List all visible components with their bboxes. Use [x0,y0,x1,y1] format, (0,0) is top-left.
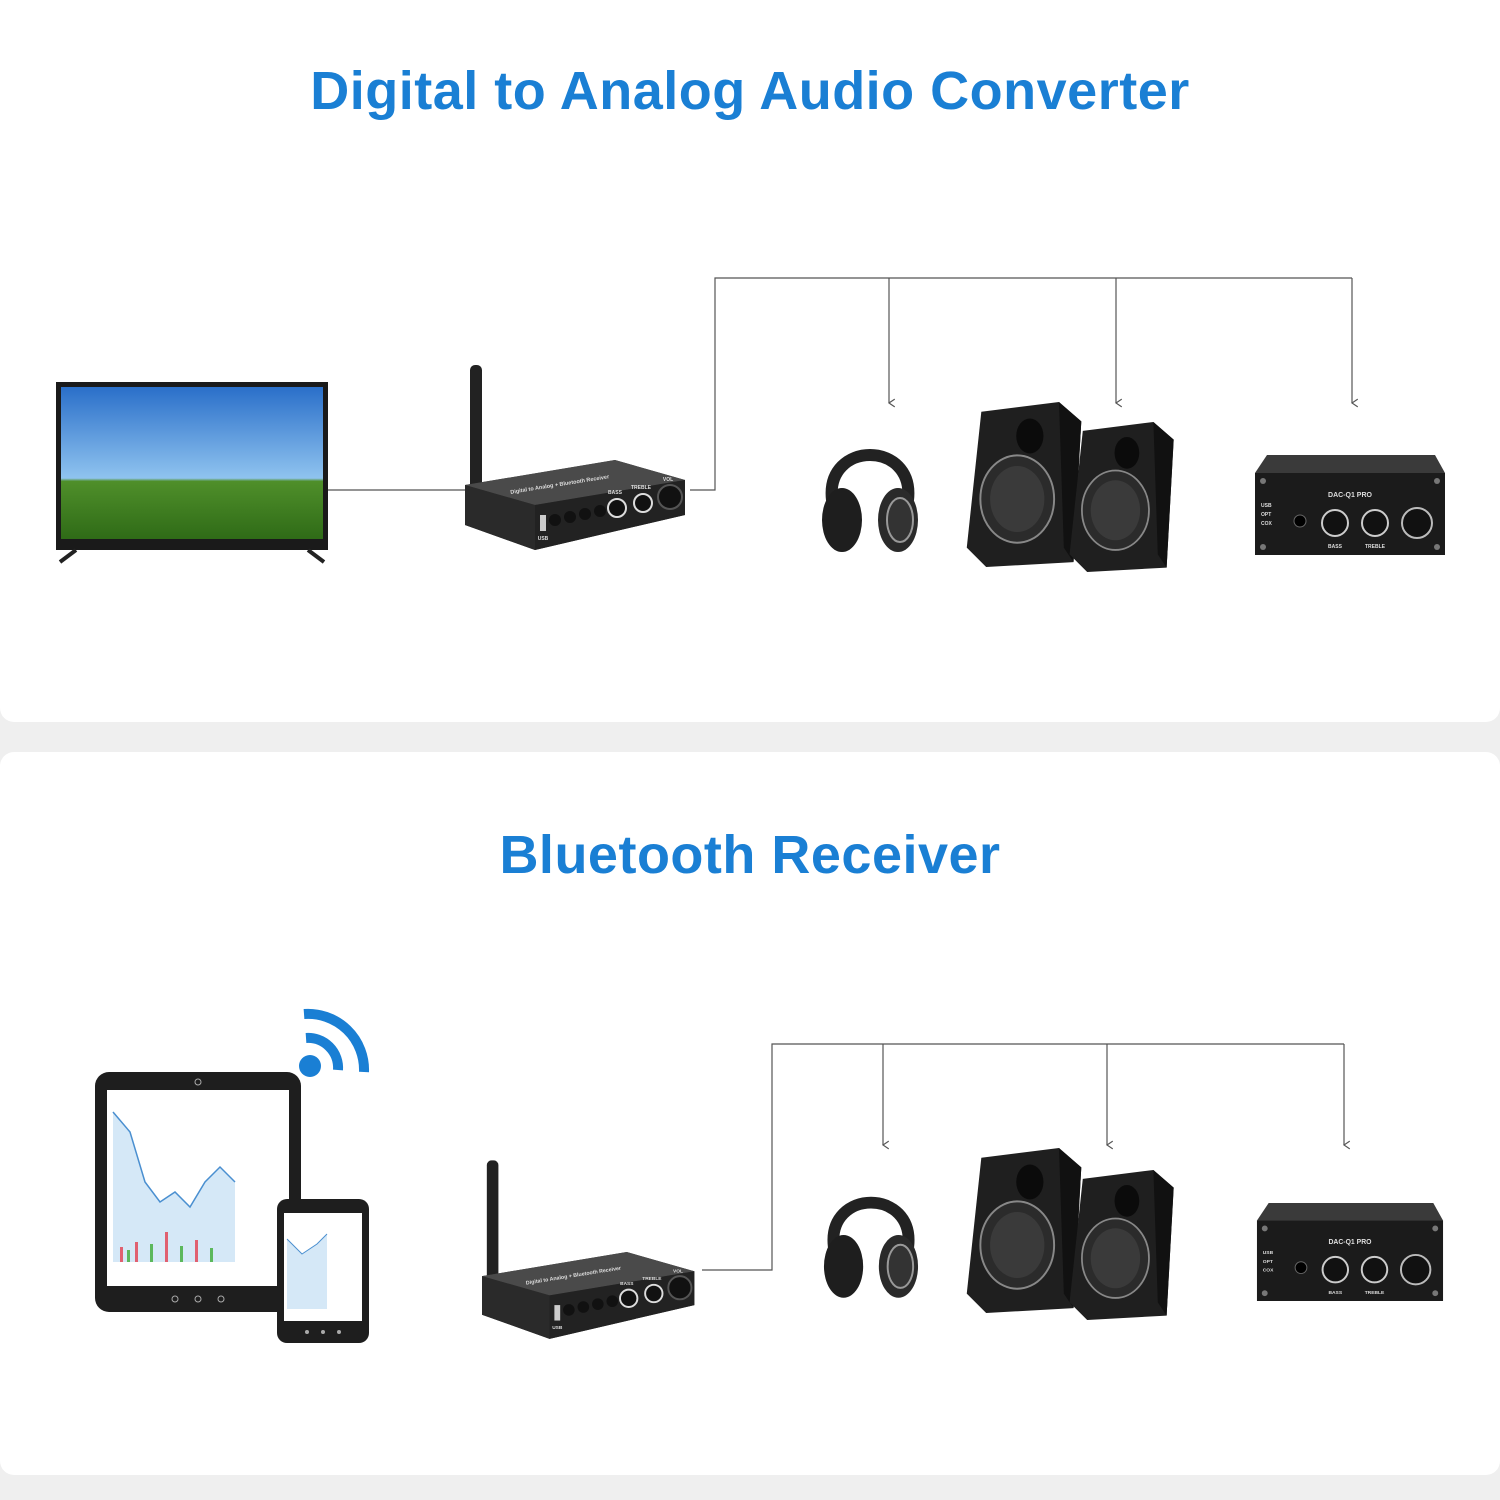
tablet-image [95,1072,301,1312]
receiver-vol-label: VOL [663,477,673,483]
dac-receiver-image-2: Digital to Analog + Bluetooth Receiver B… [482,1158,704,1346]
section-title-dac: Digital to Analog Audio Converter [310,61,1190,121]
receiver-treble-label: TREBLE [631,485,652,491]
amp-input-cox: COX [1261,521,1273,527]
receiver-output-line [690,277,1352,491]
amplifier-image: DAC-Q1 PRO USB OPT COX BASS TREBLE [1255,455,1445,555]
amp-input-cox-2: COX [1263,1268,1274,1274]
amplifier-image-2: DAC-Q1 PRO USB OPT COX BASS TREBLE [1255,1203,1445,1301]
receiver-output-line-2 [702,1043,1344,1271]
amp-label-2: DAC-Q1 PRO [1328,1239,1372,1246]
amp-bass-label: BASS [1328,544,1343,550]
amp-input-usb: USB [1261,503,1272,509]
wifi-icon [299,1008,370,1077]
amp-treble-label-2: TREBLE [1365,1290,1385,1296]
amp-label: DAC-Q1 PRO [1328,492,1373,499]
amp-input-opt: OPT [1261,512,1271,518]
receiver-bass-label-2: BASS [620,1281,634,1287]
headphones-image [820,420,920,555]
receiver-bass-label: BASS [608,490,623,496]
receiver-usb-label-2: USB [552,1325,563,1331]
dac-receiver-image: Digital to Analog + Bluetooth Receiver B… [465,365,695,555]
speaker-right-image-2 [1060,1170,1185,1320]
speaker-right-image [1060,422,1185,572]
amp-bass-label-2: BASS [1329,1290,1343,1296]
tv-image [56,382,328,564]
receiver-vol-label-2: VOL [673,1268,683,1274]
phone-image [277,1199,369,1343]
headphones-image-2 [822,1168,920,1301]
receiver-usb-label: USB [538,536,549,542]
receiver-treble-label-2: TREBLE [642,1276,662,1282]
amp-input-opt-2: OPT [1263,1259,1273,1265]
top-panel [0,0,1500,722]
amp-input-usb-2: USB [1263,1250,1274,1256]
amp-treble-label: TREBLE [1365,544,1386,550]
section-title-bluetooth: Bluetooth Receiver [499,825,1001,885]
